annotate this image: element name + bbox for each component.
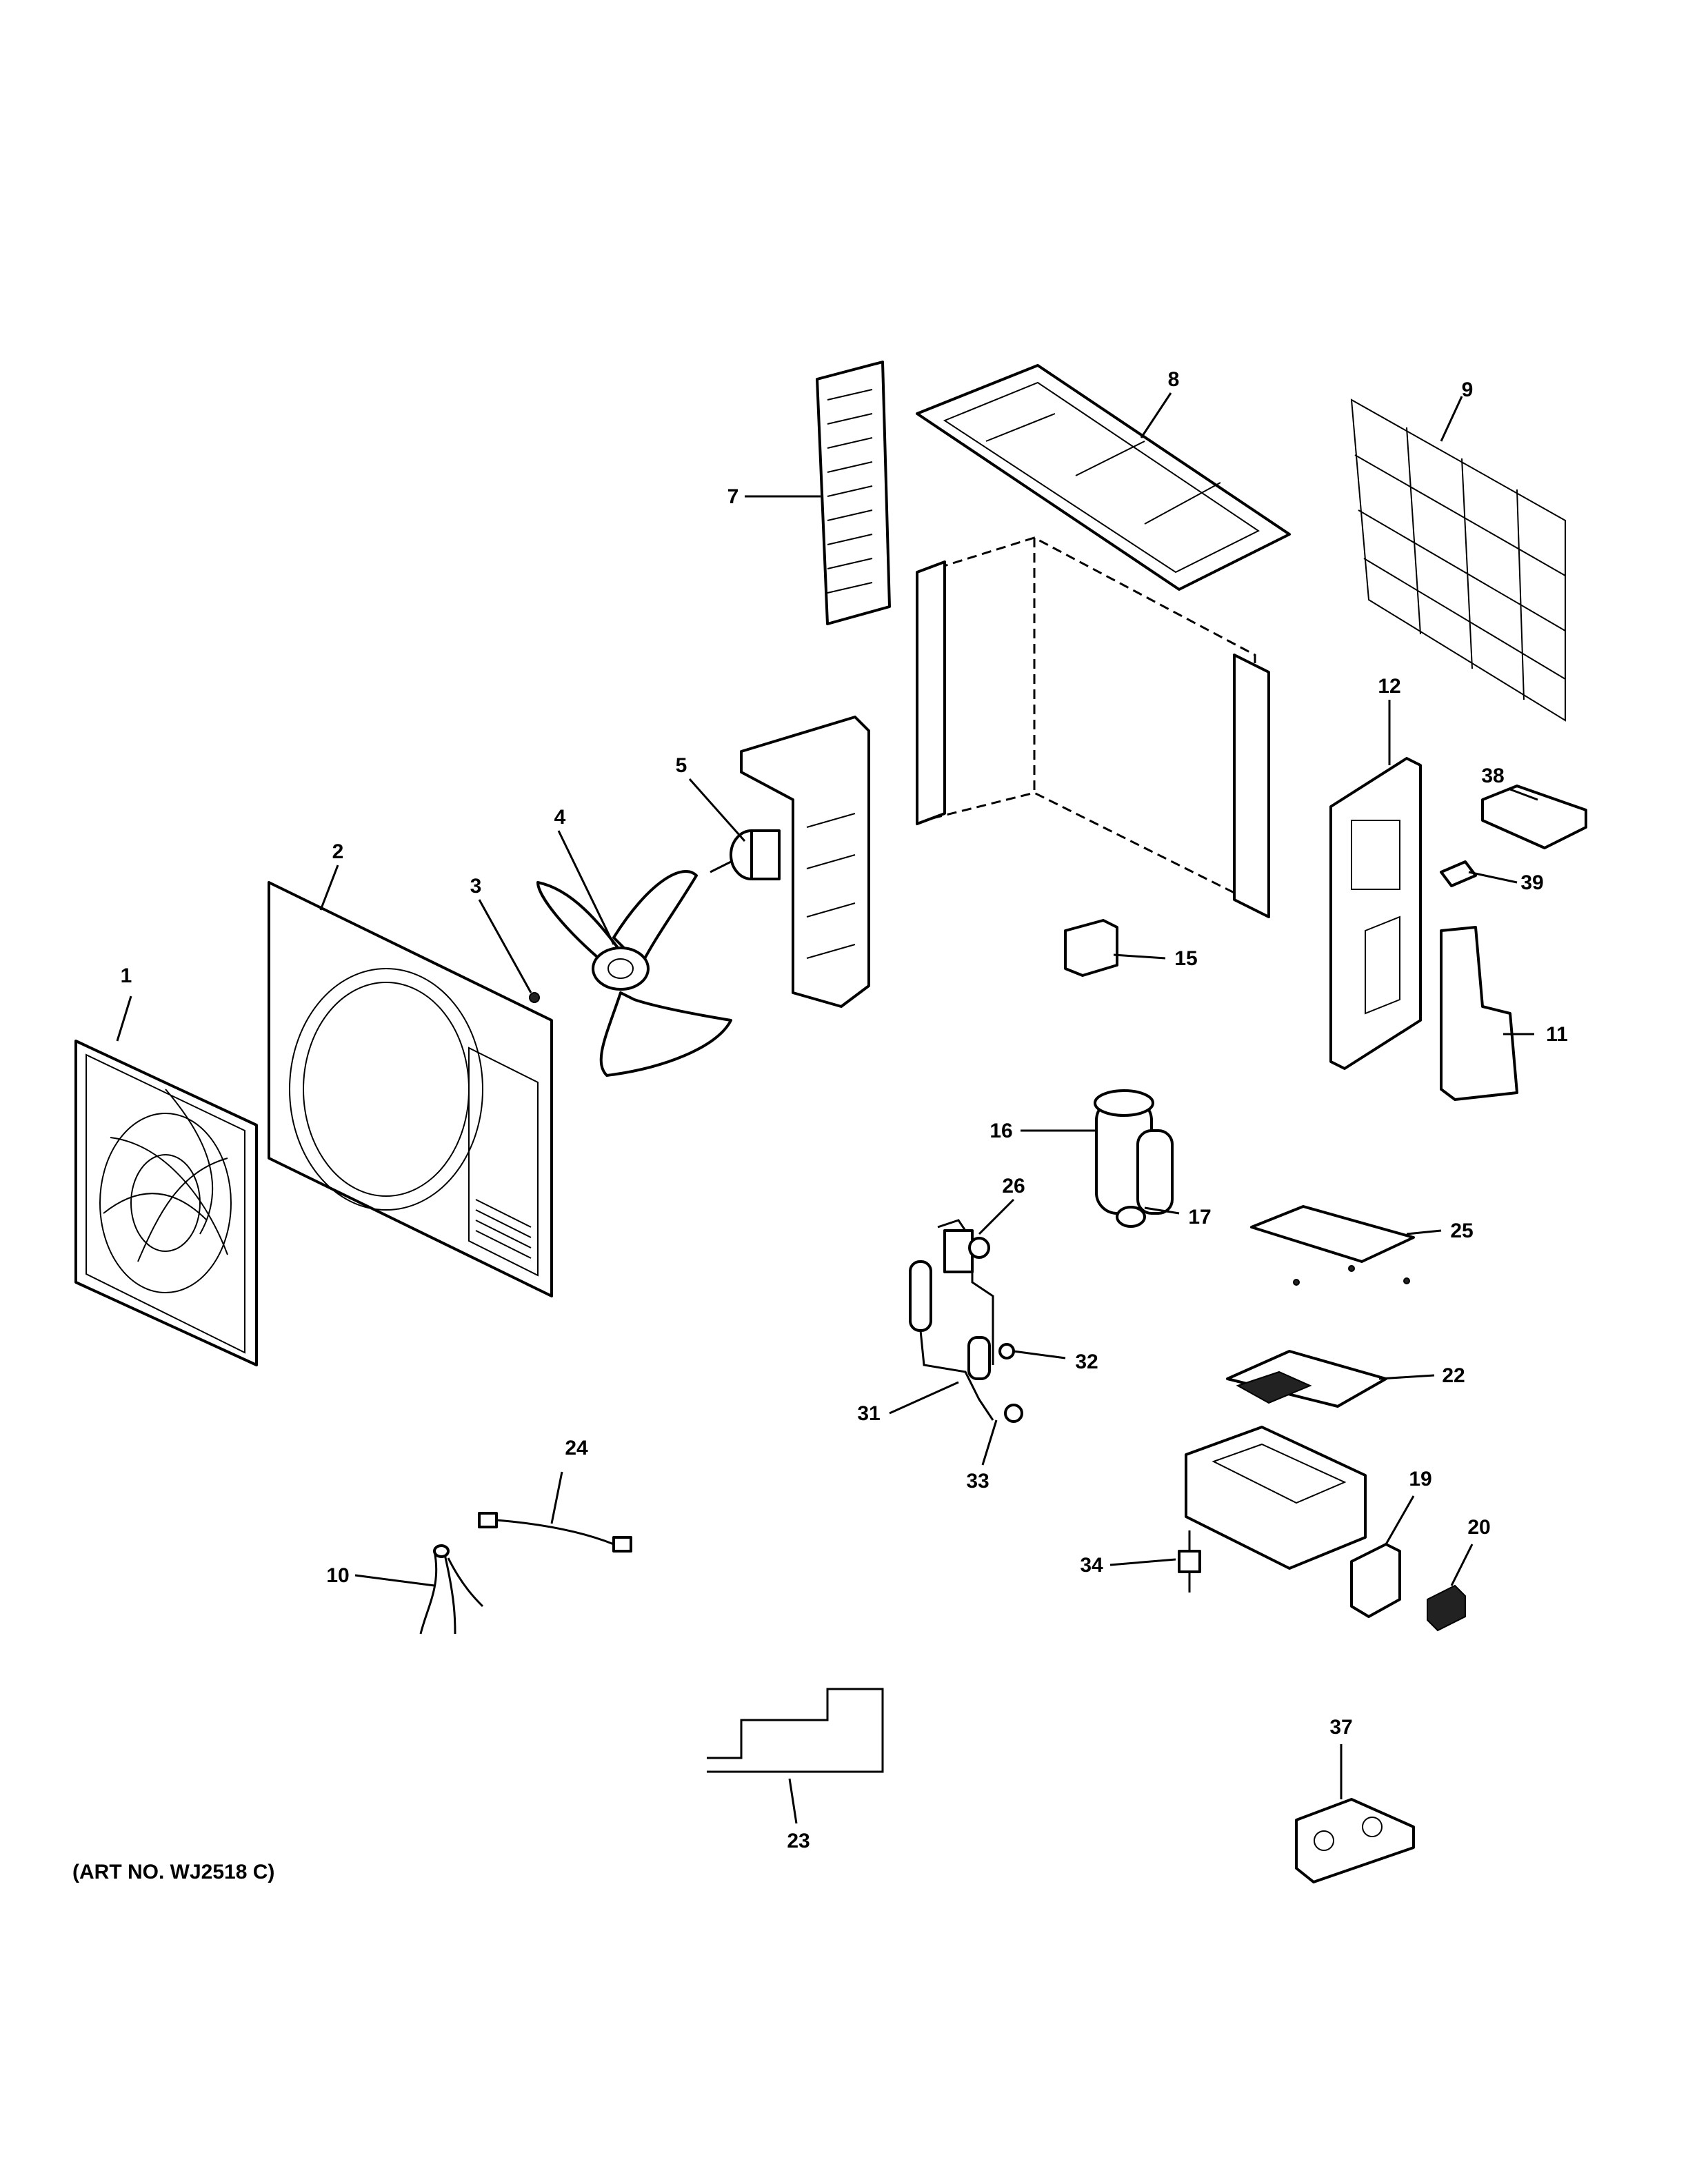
part-7-side-panel [816, 361, 891, 625]
part-39-clip [1440, 860, 1477, 887]
callout-8: 8 [1168, 368, 1180, 391]
part-22-control-board [1226, 1350, 1387, 1408]
callout-25: 25 [1450, 1220, 1473, 1242]
condenser-coil [916, 536, 1270, 918]
callout-4: 4 [554, 806, 566, 829]
callout-19: 19 [1409, 1468, 1431, 1490]
part-31-tubing [919, 1330, 1023, 1423]
part-12-side-panel [1329, 757, 1422, 1070]
callout-16: 16 [989, 1120, 1012, 1142]
part-19-terminal [1350, 1543, 1401, 1618]
callout-39: 39 [1520, 871, 1543, 894]
part-10-sensor-wires [419, 1544, 484, 1635]
callout-34: 34 [1080, 1554, 1103, 1577]
electrical-box-tray [1185, 1426, 1367, 1570]
part-23-heater [707, 1688, 884, 1773]
part-9-wire-guard [1350, 398, 1566, 722]
part-4-fan-blade [536, 870, 732, 1077]
callout-33: 33 [966, 1470, 989, 1493]
part-25-cover [1250, 1205, 1415, 1286]
callout-7: 7 [727, 485, 739, 508]
callout-31: 31 [857, 1402, 880, 1425]
part-37-bracket [1295, 1798, 1415, 1883]
callout-26: 26 [1002, 1175, 1025, 1197]
part-26-valve [909, 1219, 994, 1365]
part-34-sensor [1178, 1530, 1201, 1593]
callout-1: 1 [121, 964, 132, 987]
callout-17: 17 [1188, 1206, 1211, 1228]
callout-32: 32 [1075, 1351, 1098, 1373]
part-3-nut [529, 992, 540, 1003]
part-15-reactor [1064, 919, 1118, 977]
part-11-cover [1440, 926, 1518, 1101]
leader-lines [116, 392, 1538, 1824]
part-38-foam-pad [1481, 785, 1587, 849]
callout-37: 37 [1329, 1716, 1352, 1739]
callout-10: 10 [326, 1564, 349, 1587]
part-24-harness [478, 1512, 632, 1553]
callout-11: 11 [1546, 1023, 1568, 1046]
part-1-front-grille [74, 1040, 258, 1366]
callout-3: 3 [470, 875, 482, 898]
callout-12: 12 [1378, 675, 1400, 698]
part-16-compressor [1094, 1089, 1174, 1215]
part-2-front-panel [268, 881, 553, 1297]
motor-bracket [740, 716, 870, 1008]
callout-5: 5 [676, 754, 687, 777]
part-20-terminal-block [1427, 1584, 1466, 1632]
callout-9: 9 [1462, 378, 1474, 401]
callout-15: 15 [1174, 947, 1197, 970]
callout-2: 2 [332, 840, 344, 863]
callout-labels: 1 2 3 4 5 7 8 9 10 11 12 15 16 17 19 20 … [121, 368, 1568, 1852]
callout-20: 20 [1467, 1516, 1490, 1539]
callout-23: 23 [787, 1830, 810, 1852]
callout-24: 24 [565, 1437, 588, 1459]
part-8-top-cover [916, 364, 1291, 591]
callout-22: 22 [1442, 1364, 1465, 1387]
callout-38: 38 [1481, 765, 1504, 787]
art-number-caption: (ART NO. WJ2518 C) [72, 1861, 274, 1883]
part-5-fan-motor [710, 829, 781, 880]
part-17-grommet [1116, 1206, 1146, 1228]
